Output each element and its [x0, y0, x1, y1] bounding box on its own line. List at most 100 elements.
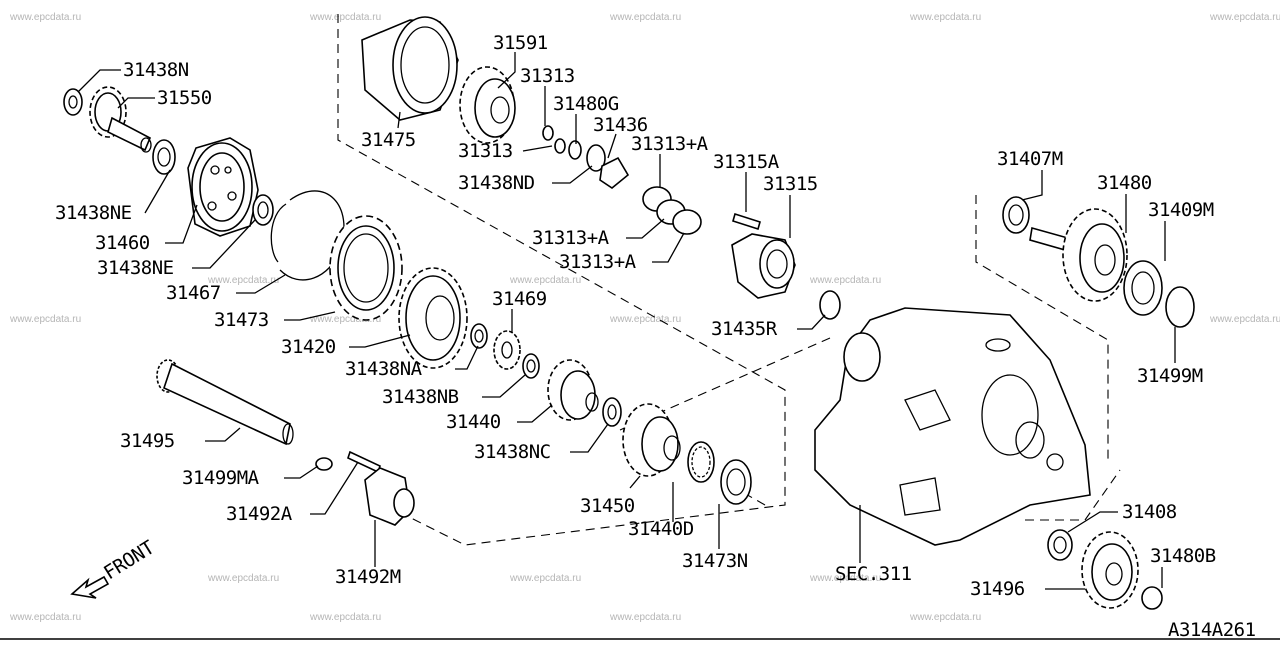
bearing-31408 — [1047, 529, 1073, 561]
label-31313: 31313 — [520, 65, 575, 87]
bearing-31438NE-b-inner — [257, 201, 269, 219]
gear-31480 — [1029, 208, 1128, 302]
label-31499MA: 31499MA — [182, 467, 260, 489]
label-31313A: 31313+A — [631, 133, 709, 155]
label-31438ND: 31438ND — [458, 172, 535, 194]
bolt-31315A — [732, 212, 761, 231]
label-31480G: 31480G — [553, 93, 619, 115]
label-31436: 31436 — [593, 114, 648, 136]
label-31440: 31440 — [446, 411, 501, 433]
label-31438NC: 31438NC — [474, 441, 551, 463]
gear-31591 — [459, 66, 516, 144]
bearing-31438ND — [586, 144, 606, 172]
watermark: www.epcdata.ru — [809, 275, 881, 286]
label-31315A: 31315A — [713, 151, 780, 173]
label-31473N: 31473N — [682, 550, 748, 572]
watermark: www.epcdata.ru — [509, 275, 581, 286]
watermark: www.epcdata.ru — [1209, 314, 1280, 325]
bearing-31473N-inner — [726, 468, 746, 496]
figure-code: A314A261 — [1168, 619, 1256, 640]
housing-31315 — [731, 233, 796, 299]
watermark: www.epcdata.ru — [509, 573, 581, 584]
dashed-outline-main — [337, 14, 786, 546]
shaft-31495 — [156, 359, 294, 446]
label-31550: 31550 — [157, 87, 212, 109]
dashed-outline-idler — [1025, 469, 1121, 521]
label-sec-311: SEC.311 — [835, 563, 912, 585]
snap-ring-31480G — [568, 140, 582, 160]
watermark: www.epcdata.ru — [309, 12, 381, 23]
watermark: www.epcdata.ru — [609, 612, 681, 623]
bearing-31438NC — [602, 397, 622, 427]
label-31460: 31460 — [95, 232, 150, 254]
dashed-outline-output — [975, 195, 1109, 462]
label-31450: 31450 — [580, 495, 635, 517]
drum-31475 — [361, 16, 459, 121]
gear-31420 — [398, 267, 468, 369]
gear-31450 — [622, 403, 681, 477]
bearing-31408-inner — [1053, 536, 1067, 554]
bearing-31407M-inner — [1008, 204, 1024, 226]
gear-31550 — [89, 86, 152, 153]
bearing-31473N — [720, 459, 752, 505]
bearing-31438NB-inner — [526, 359, 536, 373]
watermark: www.epcdata.ru — [309, 314, 381, 325]
shim-31313A — [672, 209, 702, 235]
bearing-31409M-inner — [1131, 271, 1155, 305]
label-31492M: 31492M — [335, 566, 401, 588]
part-labels: 31438N 31550 31438NE 31460 31438NE 31467… — [55, 32, 1256, 641]
watermark: www.epcdata.ru — [207, 275, 279, 286]
label-31407M: 31407M — [997, 148, 1063, 170]
label-31438N: 31438N — [123, 59, 189, 81]
retainer-31492M — [364, 467, 415, 526]
label-31313A: 31313+A — [532, 227, 610, 249]
label-31480B: 31480B — [1150, 545, 1216, 567]
watermark: www.epcdata.ru — [909, 12, 981, 23]
watermark: www.epcdata.ru — [809, 573, 881, 584]
hub-31473 — [329, 215, 403, 321]
watermark: www.epcdata.ru — [1209, 12, 1280, 23]
watermarks: www.epcdata.ru www.epcdata.ru www.epcdat… — [9, 12, 1280, 623]
bearing-31438NA-inner — [474, 329, 484, 343]
label-31408: 31408 — [1122, 501, 1177, 523]
parts — [63, 16, 1195, 610]
watermark: www.epcdata.ru — [9, 12, 81, 23]
pinion-31469 — [493, 330, 521, 370]
label-31435R: 31435R — [711, 318, 778, 340]
label-31495: 31495 — [120, 430, 175, 452]
bearing-31438NA — [470, 323, 488, 349]
label-31438NE: 31438NE — [97, 257, 174, 279]
label-31420: 31420 — [281, 336, 336, 358]
label-31438NB: 31438NB — [382, 386, 459, 408]
bearing-31438NE-a-inner — [157, 147, 171, 167]
watermark: www.epcdata.ru — [309, 612, 381, 623]
gear-31496 — [1081, 531, 1139, 609]
label-31480: 31480 — [1097, 172, 1152, 194]
label-31313: 31313 — [458, 140, 513, 162]
leader-lines — [77, 52, 1176, 590]
label-31473: 31473 — [214, 309, 269, 331]
front-label: FRONT — [100, 537, 158, 585]
bearing-31438N — [63, 88, 83, 116]
bearing-31438NC-inner — [607, 404, 617, 420]
label-31438NA: 31438NA — [345, 358, 423, 380]
nut-31480B — [1141, 586, 1163, 610]
label-31475: 31475 — [361, 129, 416, 151]
label-31313A: 31313+A — [559, 251, 637, 273]
label-31469: 31469 — [492, 288, 547, 310]
watermark: www.epcdata.ru — [207, 573, 279, 584]
bearing-31438N-inner — [68, 95, 78, 109]
label-31499M: 31499M — [1137, 365, 1203, 387]
bearing-31438NB — [522, 353, 540, 379]
shim-31313 — [542, 125, 554, 141]
shim-31313 — [554, 138, 566, 154]
label-31492A: 31492A — [226, 503, 293, 525]
label-31409M: 31409M — [1148, 199, 1214, 221]
watermark: www.epcdata.ru — [9, 314, 81, 325]
label-31315: 31315 — [763, 173, 818, 195]
oring-31499MA — [315, 457, 333, 471]
watermark: www.epcdata.ru — [9, 612, 81, 623]
watermark: www.epcdata.ru — [609, 12, 681, 23]
